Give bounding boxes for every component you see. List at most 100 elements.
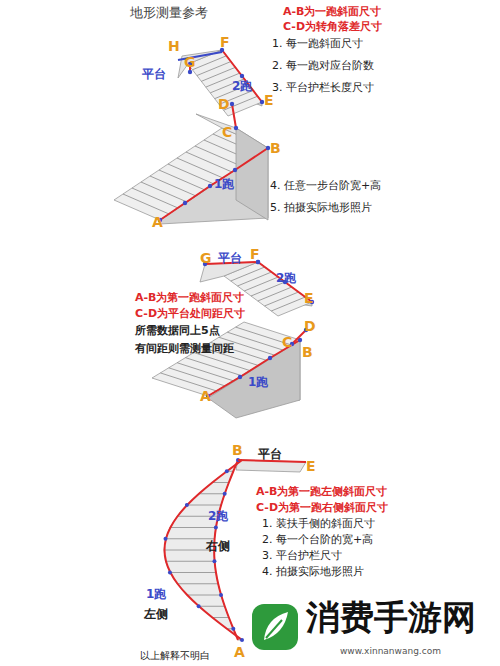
point-letter: B bbox=[232, 442, 243, 458]
stair-step bbox=[170, 527, 216, 528]
stair-step bbox=[150, 176, 196, 196]
measure-dot bbox=[231, 627, 235, 631]
measure-dot bbox=[188, 70, 192, 74]
stair-face bbox=[160, 470, 230, 642]
stair-step bbox=[185, 358, 241, 376]
note: 2. 每一个台阶的宽+高 bbox=[262, 534, 373, 547]
stair-step bbox=[177, 363, 233, 381]
stair-step bbox=[271, 297, 305, 311]
stair-step bbox=[132, 188, 178, 208]
measure-dot bbox=[240, 638, 244, 642]
note: 4. 拍摄实际地形照片 bbox=[262, 566, 364, 579]
measure-line bbox=[165, 460, 243, 640]
measure-dot bbox=[223, 492, 227, 496]
note: 1. 装扶手侧的斜面尺寸 bbox=[262, 518, 375, 531]
measure-dot bbox=[208, 184, 212, 188]
measure-dot bbox=[260, 100, 264, 104]
measure-dot bbox=[185, 503, 189, 507]
point-letter: A bbox=[152, 214, 163, 230]
measure-dot bbox=[214, 526, 218, 530]
part-name: 1跑 bbox=[214, 178, 234, 192]
measure-line bbox=[258, 262, 312, 302]
measure-dot bbox=[183, 201, 187, 205]
measure-dot bbox=[240, 74, 244, 78]
note: 4. 任意一步台阶宽+高 bbox=[270, 180, 381, 193]
part-name: 2跑 bbox=[208, 510, 228, 524]
stair-face bbox=[236, 128, 268, 220]
stair-step bbox=[194, 353, 250, 371]
point-letter: B bbox=[302, 344, 313, 360]
point-letter: C bbox=[222, 124, 232, 140]
stair-step bbox=[227, 332, 283, 350]
point-letter: E bbox=[304, 290, 314, 306]
part-name: 右侧 bbox=[206, 540, 230, 554]
point-letter: A bbox=[234, 644, 245, 660]
measure-line bbox=[222, 50, 262, 102]
note-red: A-B为一跑斜面尺寸 bbox=[283, 6, 381, 19]
part-name: 平台 bbox=[258, 448, 282, 462]
part-name: 2跑 bbox=[276, 272, 296, 286]
stair-step bbox=[212, 482, 229, 483]
note-red: A-B为第一跑左侧斜面尺寸 bbox=[256, 486, 387, 499]
stair-step bbox=[177, 158, 223, 178]
note: 所需数据同上5点 bbox=[135, 325, 220, 338]
note: 3. 平台护栏长度尺寸 bbox=[272, 82, 374, 95]
point-letter: G bbox=[200, 250, 212, 266]
measure-line bbox=[232, 104, 236, 128]
point-letter: C bbox=[282, 334, 292, 350]
stair-step bbox=[195, 146, 241, 166]
stair-step bbox=[177, 583, 218, 584]
stair-step bbox=[265, 292, 299, 306]
part-name: 左侧 bbox=[144, 608, 168, 622]
title: 地形测量参考 bbox=[130, 6, 208, 21]
stair-face bbox=[114, 128, 268, 220]
note-red: C-D为第一跑右侧斜面尺寸 bbox=[256, 502, 388, 515]
note: 3. 平台护栏尺寸 bbox=[262, 550, 342, 563]
note: 有间距则需测量间距 bbox=[135, 343, 234, 356]
stair-step bbox=[187, 595, 221, 596]
note-red: C-D为平台处间距尺寸 bbox=[135, 308, 245, 321]
note-red: C-D为转角落差尺寸 bbox=[283, 21, 382, 34]
part-name: 平台 bbox=[142, 68, 166, 82]
point-letter: E bbox=[306, 458, 316, 474]
stair-step bbox=[187, 505, 221, 506]
measure-dot bbox=[163, 537, 167, 541]
part-name: 平台 bbox=[218, 252, 242, 266]
stair-step bbox=[238, 272, 272, 286]
point-letter: G bbox=[184, 54, 196, 70]
stair-step bbox=[159, 170, 205, 190]
measure-dot bbox=[230, 102, 234, 106]
stair-step bbox=[141, 182, 187, 202]
measure-dot bbox=[233, 168, 237, 172]
point-letter: E bbox=[264, 92, 274, 108]
part-name: 1跑 bbox=[248, 376, 268, 390]
stair-step bbox=[212, 617, 229, 618]
part-name: 1跑 bbox=[146, 588, 166, 602]
stair-step bbox=[123, 194, 169, 214]
stair-step bbox=[168, 164, 214, 184]
note-red: A-B为第一跑斜面尺寸 bbox=[135, 292, 244, 305]
stair-step bbox=[186, 152, 232, 172]
measure-dot bbox=[168, 571, 172, 575]
measure-dot bbox=[212, 559, 216, 563]
measure-line bbox=[292, 330, 306, 344]
stair-face bbox=[164, 460, 242, 640]
stair-step bbox=[244, 277, 278, 291]
point-letter: D bbox=[304, 318, 316, 334]
stair-step bbox=[170, 572, 216, 573]
stair-face bbox=[188, 50, 262, 116]
stair-step bbox=[165, 561, 214, 562]
note: 以上解释不明白 bbox=[140, 650, 210, 662]
note: 1. 每一跑斜面尺寸 bbox=[272, 38, 363, 51]
stair-face bbox=[236, 460, 306, 472]
measure-dot bbox=[268, 356, 272, 360]
note: 5. 拍摄实际地形照片 bbox=[270, 202, 372, 215]
watermark: www.xinnanwang.com bbox=[340, 646, 441, 656]
watermark-logo bbox=[252, 604, 298, 650]
stair-step bbox=[199, 606, 225, 607]
stair-step bbox=[197, 62, 231, 76]
point-letter: F bbox=[220, 34, 230, 50]
measure-dot bbox=[238, 375, 242, 379]
measure-dot bbox=[219, 593, 223, 597]
